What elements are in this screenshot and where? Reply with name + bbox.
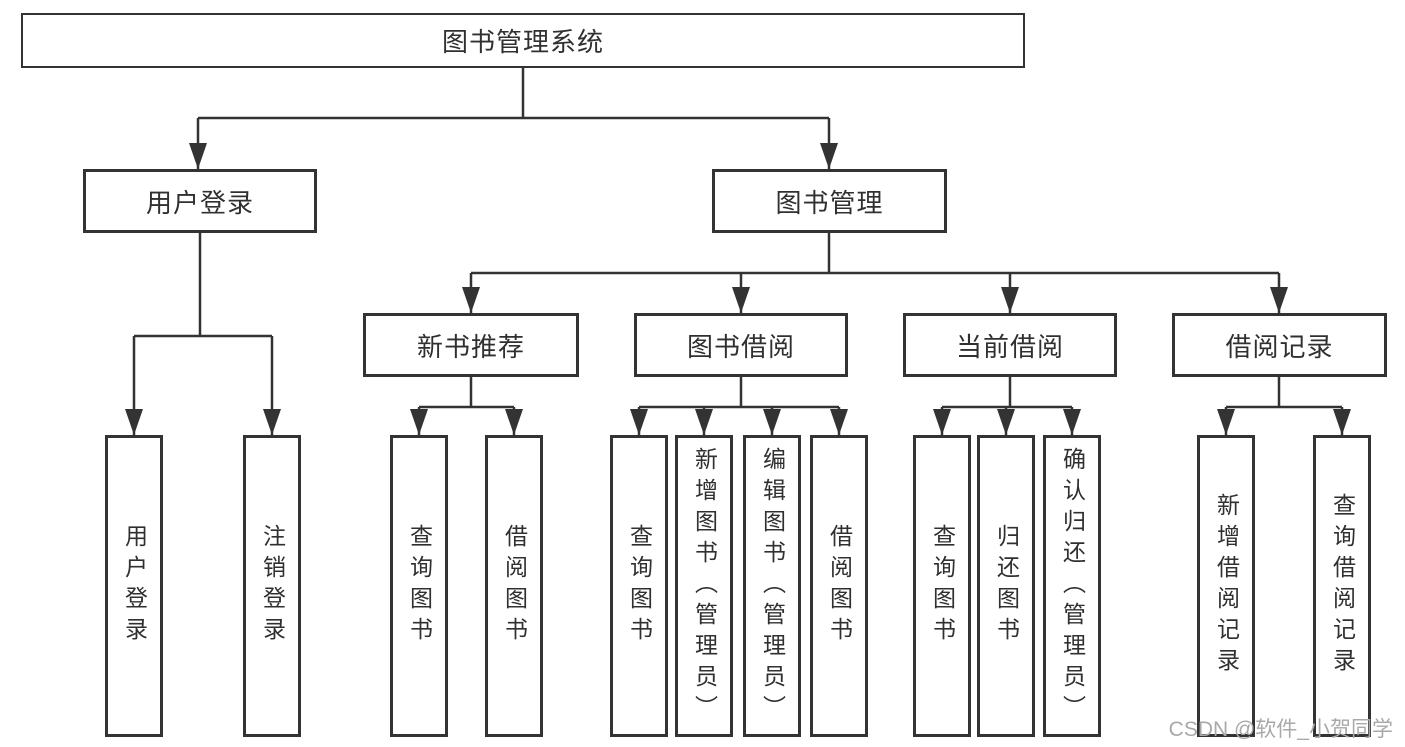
leaf-label: 新增图书（管理员） xyxy=(691,446,718,726)
leaf-borrow-books: 借阅图书 xyxy=(810,435,868,737)
connector-user-login-spine xyxy=(134,233,272,338)
leaf-label: 注销登录 xyxy=(259,524,286,648)
leaf-label: 用户登录 xyxy=(121,524,148,648)
node-new-book-recommend: 新书推荐 xyxy=(363,313,579,377)
connector-new-book-spine xyxy=(419,377,514,409)
leaf-label: 查询图书 xyxy=(626,524,653,648)
leaf-label: 归还图书 xyxy=(993,524,1020,648)
connector-current-borrow-spine xyxy=(942,377,1072,409)
node-book-management: 图书管理 xyxy=(712,169,947,233)
leaf-edit-books-admin: 编辑图书（管理员） xyxy=(743,435,801,737)
node-label: 借阅记录 xyxy=(1225,331,1334,362)
csdn-watermark: CSDN @软件_小贺同学 xyxy=(1168,718,1393,741)
leaf-user-login: 用户登录 xyxy=(105,435,163,737)
leaf-query-books-recommend: 查询图书 xyxy=(390,435,448,737)
leaf-query-books-borrow: 查询图书 xyxy=(610,435,668,737)
node-current-borrow: 当前借阅 xyxy=(903,313,1117,377)
node-book-borrow: 图书借阅 xyxy=(634,313,848,377)
node-user-login: 用户登录 xyxy=(83,169,317,233)
leaf-add-books-admin: 新增图书（管理员） xyxy=(675,435,733,737)
leaf-query-books-current: 查询图书 xyxy=(913,435,971,737)
node-borrow-records: 借阅记录 xyxy=(1172,313,1387,377)
node-label: 图书借阅 xyxy=(686,331,795,362)
leaf-confirm-return-admin: 确认归还（管理员） xyxy=(1043,435,1101,737)
node-label: 新书推荐 xyxy=(416,331,525,362)
leaf-label: 查询借阅记录 xyxy=(1329,493,1356,679)
connector-borrow-records-spine xyxy=(1226,377,1342,409)
node-label: 用户登录 xyxy=(145,187,254,218)
leaf-label: 确认归还（管理员） xyxy=(1059,446,1086,726)
leaf-label: 新增借阅记录 xyxy=(1213,493,1240,679)
leaf-label: 借阅图书 xyxy=(826,524,853,648)
node-label: 图书管理 xyxy=(775,187,884,218)
leaf-label: 查询图书 xyxy=(929,524,956,648)
leaf-label: 借阅图书 xyxy=(501,524,528,648)
leaf-add-borrow-record: 新增借阅记录 xyxy=(1197,435,1255,737)
connector-root-spine xyxy=(198,68,829,120)
leaf-label: 查询图书 xyxy=(406,524,433,648)
node-library-management-system: 图书管理系统 xyxy=(21,13,1025,68)
leaf-borrow-books-recommend: 借阅图书 xyxy=(485,435,543,737)
connector-book-borrow-spine xyxy=(639,377,839,409)
leaf-logout: 注销登录 xyxy=(243,435,301,737)
leaf-query-borrow-record: 查询借阅记录 xyxy=(1313,435,1371,737)
connector-book-management-spine xyxy=(471,233,1279,275)
leaf-return-books: 归还图书 xyxy=(977,435,1035,737)
node-label: 当前借阅 xyxy=(955,331,1064,362)
leaf-label: 编辑图书（管理员） xyxy=(759,446,786,726)
node-label: 图书管理系统 xyxy=(441,27,604,57)
